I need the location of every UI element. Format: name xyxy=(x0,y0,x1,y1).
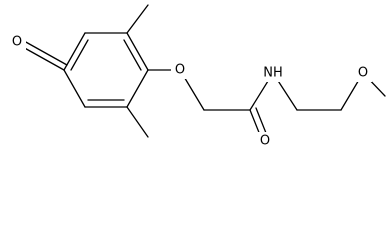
bond-aldehyde-co-a xyxy=(20,45,65,71)
atom-ether-oxygen: O xyxy=(171,61,189,79)
atom-aldehyde-oxygen-label: O xyxy=(12,35,22,50)
atom-labels: O O NH O O xyxy=(9,33,372,150)
atom-ether-oxygen-mask xyxy=(171,61,189,79)
bond-aldehyde-co-b xyxy=(23,40,68,66)
atom-amide-nitrogen-label: NH xyxy=(263,66,283,81)
atom-methoxy-oxygen-label: O xyxy=(358,66,368,81)
bond-ring-3 xyxy=(126,32,149,71)
bond-ring-4 xyxy=(126,69,149,108)
atom-amide-oxygen: O xyxy=(256,132,274,150)
bond-ring-1-inner xyxy=(70,39,89,71)
chemical-structure: O O NH O O xyxy=(9,4,386,150)
atom-amide-oxygen-label: O xyxy=(260,134,270,149)
atom-methoxy-oxygen: O xyxy=(354,64,372,82)
bond-lines xyxy=(20,4,386,141)
bond-methyl-bottom xyxy=(126,106,149,138)
bond-ring-3-inner xyxy=(123,39,142,71)
bond-ring-1 xyxy=(63,32,86,71)
bond-ring-6 xyxy=(63,69,86,108)
atom-aldehyde-oxygen: O xyxy=(9,33,26,51)
atom-amide-nitrogen: NH xyxy=(261,64,286,82)
atom-methoxy-oxygen-mask xyxy=(354,64,372,82)
atom-ether-oxygen-label: O xyxy=(175,63,185,78)
atom-aldehyde-oxygen-mask xyxy=(9,33,26,51)
atom-amide-oxygen-mask xyxy=(256,132,274,150)
atom-amide-nitrogen-mask xyxy=(261,64,286,82)
bond-methyl-top xyxy=(126,4,149,34)
